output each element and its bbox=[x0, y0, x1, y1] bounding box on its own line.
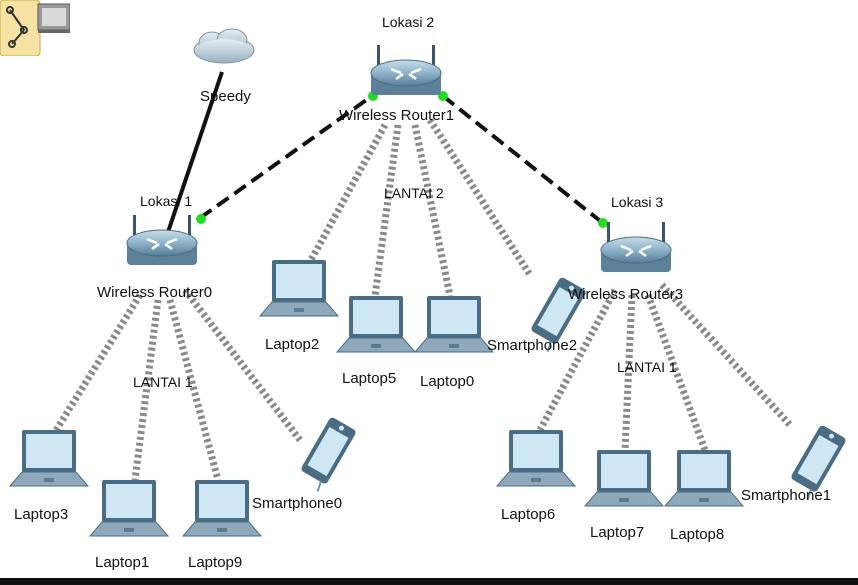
smartphone-icon[interactable] bbox=[525, 276, 587, 353]
cloud-label: Speedy bbox=[200, 88, 251, 105]
smartphone-icon[interactable] bbox=[785, 424, 847, 501]
router-label: Wireless Router0 bbox=[97, 284, 213, 301]
laptop-icon[interactable] bbox=[335, 296, 417, 353]
port-led-router1-right bbox=[438, 91, 448, 101]
wireless-links bbox=[52, 118, 793, 481]
laptop-label: Laptop5 bbox=[342, 370, 397, 387]
note-tool-icon[interactable] bbox=[0, 0, 70, 56]
router-label: Wireless Router3 bbox=[568, 286, 684, 303]
link-router1-router3[interactable] bbox=[441, 94, 606, 226]
wireless-link-laptop3 bbox=[52, 293, 143, 434]
port-led-router0 bbox=[196, 214, 206, 224]
wireless-link-laptop2 bbox=[306, 123, 389, 264]
smartphone-label: Smartphone0 bbox=[252, 495, 343, 512]
port-led-router3 bbox=[598, 218, 608, 228]
wireless-link-laptop1 bbox=[131, 299, 162, 481]
canvas-bottom-border bbox=[0, 578, 858, 585]
floor-label-lantai2: LANTAI 2 bbox=[384, 185, 444, 201]
laptop-label: Laptop0 bbox=[420, 373, 475, 390]
floor-label-lantai1-right: LANTAI 1 bbox=[617, 359, 677, 375]
laptop-icon[interactable] bbox=[88, 480, 170, 537]
floor-label-lantai1-left: LANTAI 1 bbox=[133, 374, 193, 390]
link-router0-router1[interactable] bbox=[198, 94, 374, 220]
wireless-link-laptop0 bbox=[411, 124, 454, 297]
wireless-link-laptop9 bbox=[166, 299, 222, 481]
laptop-label: Laptop7 bbox=[590, 524, 645, 541]
wireless-link-laptop6 bbox=[536, 288, 619, 432]
laptop-label: Laptop3 bbox=[14, 506, 69, 523]
smartphone-label: Smartphone1 bbox=[741, 487, 832, 504]
laptop-icon[interactable] bbox=[663, 450, 745, 507]
laptop-label: Laptop1 bbox=[95, 554, 150, 571]
wireless-link-smartphone0 bbox=[182, 287, 303, 443]
wireless-link-smartphone1 bbox=[659, 282, 793, 428]
router-label: Wireless Router1 bbox=[339, 107, 455, 124]
smartphone-icon[interactable] bbox=[295, 416, 357, 493]
laptop-label: Laptop9 bbox=[188, 554, 243, 571]
smartphone-label: Smartphone2 bbox=[487, 337, 578, 354]
wireless-link-laptop7 bbox=[621, 294, 636, 451]
laptop-icon[interactable] bbox=[8, 430, 90, 487]
laptop-icon[interactable] bbox=[495, 430, 577, 487]
laptop-icon[interactable] bbox=[181, 480, 263, 537]
wireless-router-icon[interactable] bbox=[600, 222, 672, 272]
wireless-router-icon[interactable] bbox=[370, 45, 442, 95]
laptop-label: Laptop2 bbox=[265, 336, 320, 353]
laptop-icon[interactable] bbox=[583, 450, 665, 507]
location-label-3: Lokasi 3 bbox=[611, 194, 664, 210]
laptop-icon[interactable] bbox=[258, 260, 340, 317]
link-speedy-router0[interactable] bbox=[166, 71, 224, 233]
laptop-label: Laptop8 bbox=[670, 526, 725, 543]
laptop-icon[interactable] bbox=[413, 296, 495, 353]
wireless-link-smartphone2 bbox=[427, 118, 533, 277]
laptop-label: Laptop6 bbox=[501, 506, 556, 523]
location-label-1: Lokasi 1 bbox=[140, 193, 193, 209]
wireless-router-icon[interactable] bbox=[126, 215, 198, 265]
location-label-2: Lokasi 2 bbox=[382, 14, 435, 30]
cloud-icon[interactable] bbox=[193, 28, 255, 64]
wireless-link-laptop5 bbox=[371, 124, 402, 297]
